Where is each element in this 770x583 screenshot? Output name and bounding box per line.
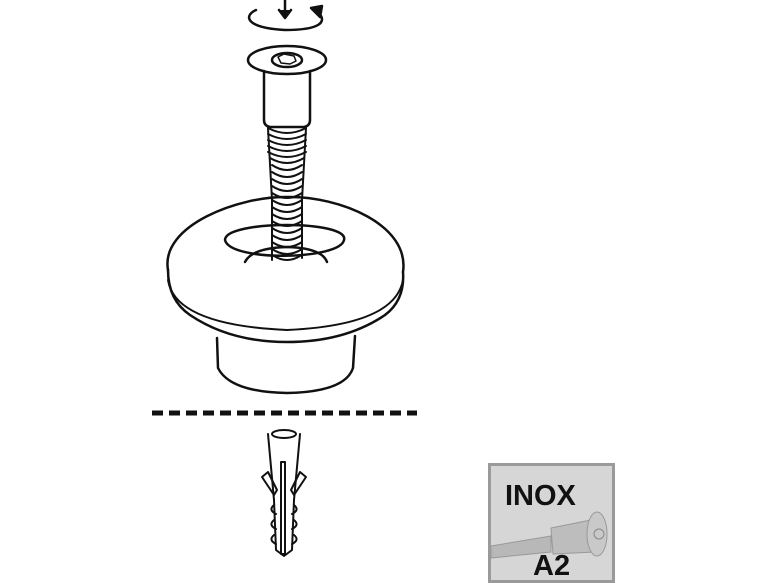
- badge-text-inox: INOX: [505, 480, 576, 512]
- badge-text-a2: A2: [533, 550, 571, 582]
- screw-thumbnail-icon: [491, 511, 608, 559]
- hex-socket-screw-icon: [246, 44, 328, 261]
- wall-plug-icon: [261, 429, 307, 557]
- material-badge: INOX A2: [488, 463, 615, 583]
- rotate-arrow-icon: [247, 0, 324, 32]
- round-knob-icon: [166, 195, 405, 395]
